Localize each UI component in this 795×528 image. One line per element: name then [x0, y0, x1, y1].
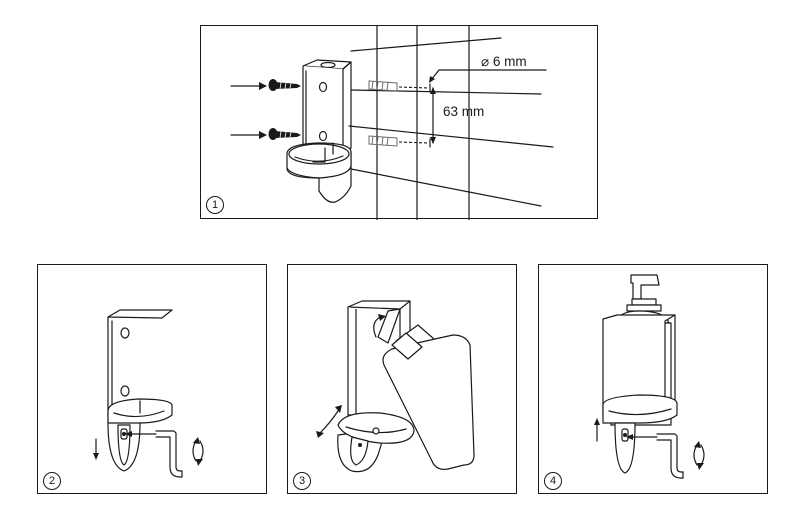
- bottle-illustration: [377, 308, 475, 470]
- step-4-panel: 4: [538, 264, 768, 494]
- arrow-down-icon: [93, 438, 99, 460]
- wall-plug-icon: [368, 135, 431, 148]
- step-number-badge: 2: [43, 472, 61, 490]
- spacing-dimension-line: [430, 87, 436, 144]
- screw-icon: [268, 79, 301, 91]
- holder-bracket: [286, 59, 352, 203]
- rotate-icon: [192, 437, 204, 466]
- mounted-bottle-illustration: [594, 274, 705, 479]
- wall-lines: [348, 26, 554, 220]
- rotate-arrow-icon: [373, 314, 386, 338]
- step-number-badge: 3: [293, 472, 311, 490]
- insert-bottle-illustration: [316, 300, 475, 473]
- hole-spacing-label: 63 mm: [443, 104, 485, 119]
- holder-bracket: [602, 314, 678, 474]
- step-2-panel: 2: [37, 264, 267, 494]
- arrow-up-icon: [594, 418, 600, 442]
- arrow-left-icon: [626, 434, 658, 440]
- holder-bracket: [107, 309, 173, 472]
- step-3-panel: 3: [287, 264, 517, 494]
- step-1-panel: ⌀ 6 mm 63 mm 1: [200, 25, 598, 220]
- diameter-leader: [429, 69, 547, 83]
- hole-diameter-label: ⌀ 6 mm: [481, 54, 527, 69]
- step-number-badge: 1: [206, 196, 224, 214]
- wall-plug-icon: [368, 80, 431, 93]
- screw-icon: [268, 128, 301, 140]
- allen-key-icon: [656, 433, 684, 479]
- wall-mount-illustration: [230, 26, 554, 220]
- step-number-badge: 4: [544, 472, 562, 490]
- rotate-icon: [693, 441, 705, 470]
- arrow-left-icon: [125, 431, 157, 437]
- holder-cup: [337, 412, 415, 473]
- arrow-right-icon: [230, 131, 267, 139]
- arrow-right-icon: [230, 82, 267, 90]
- rotate-arrow-icon: [316, 405, 342, 438]
- allen-key-icon: [155, 430, 183, 478]
- bracket-illustration: [93, 309, 204, 478]
